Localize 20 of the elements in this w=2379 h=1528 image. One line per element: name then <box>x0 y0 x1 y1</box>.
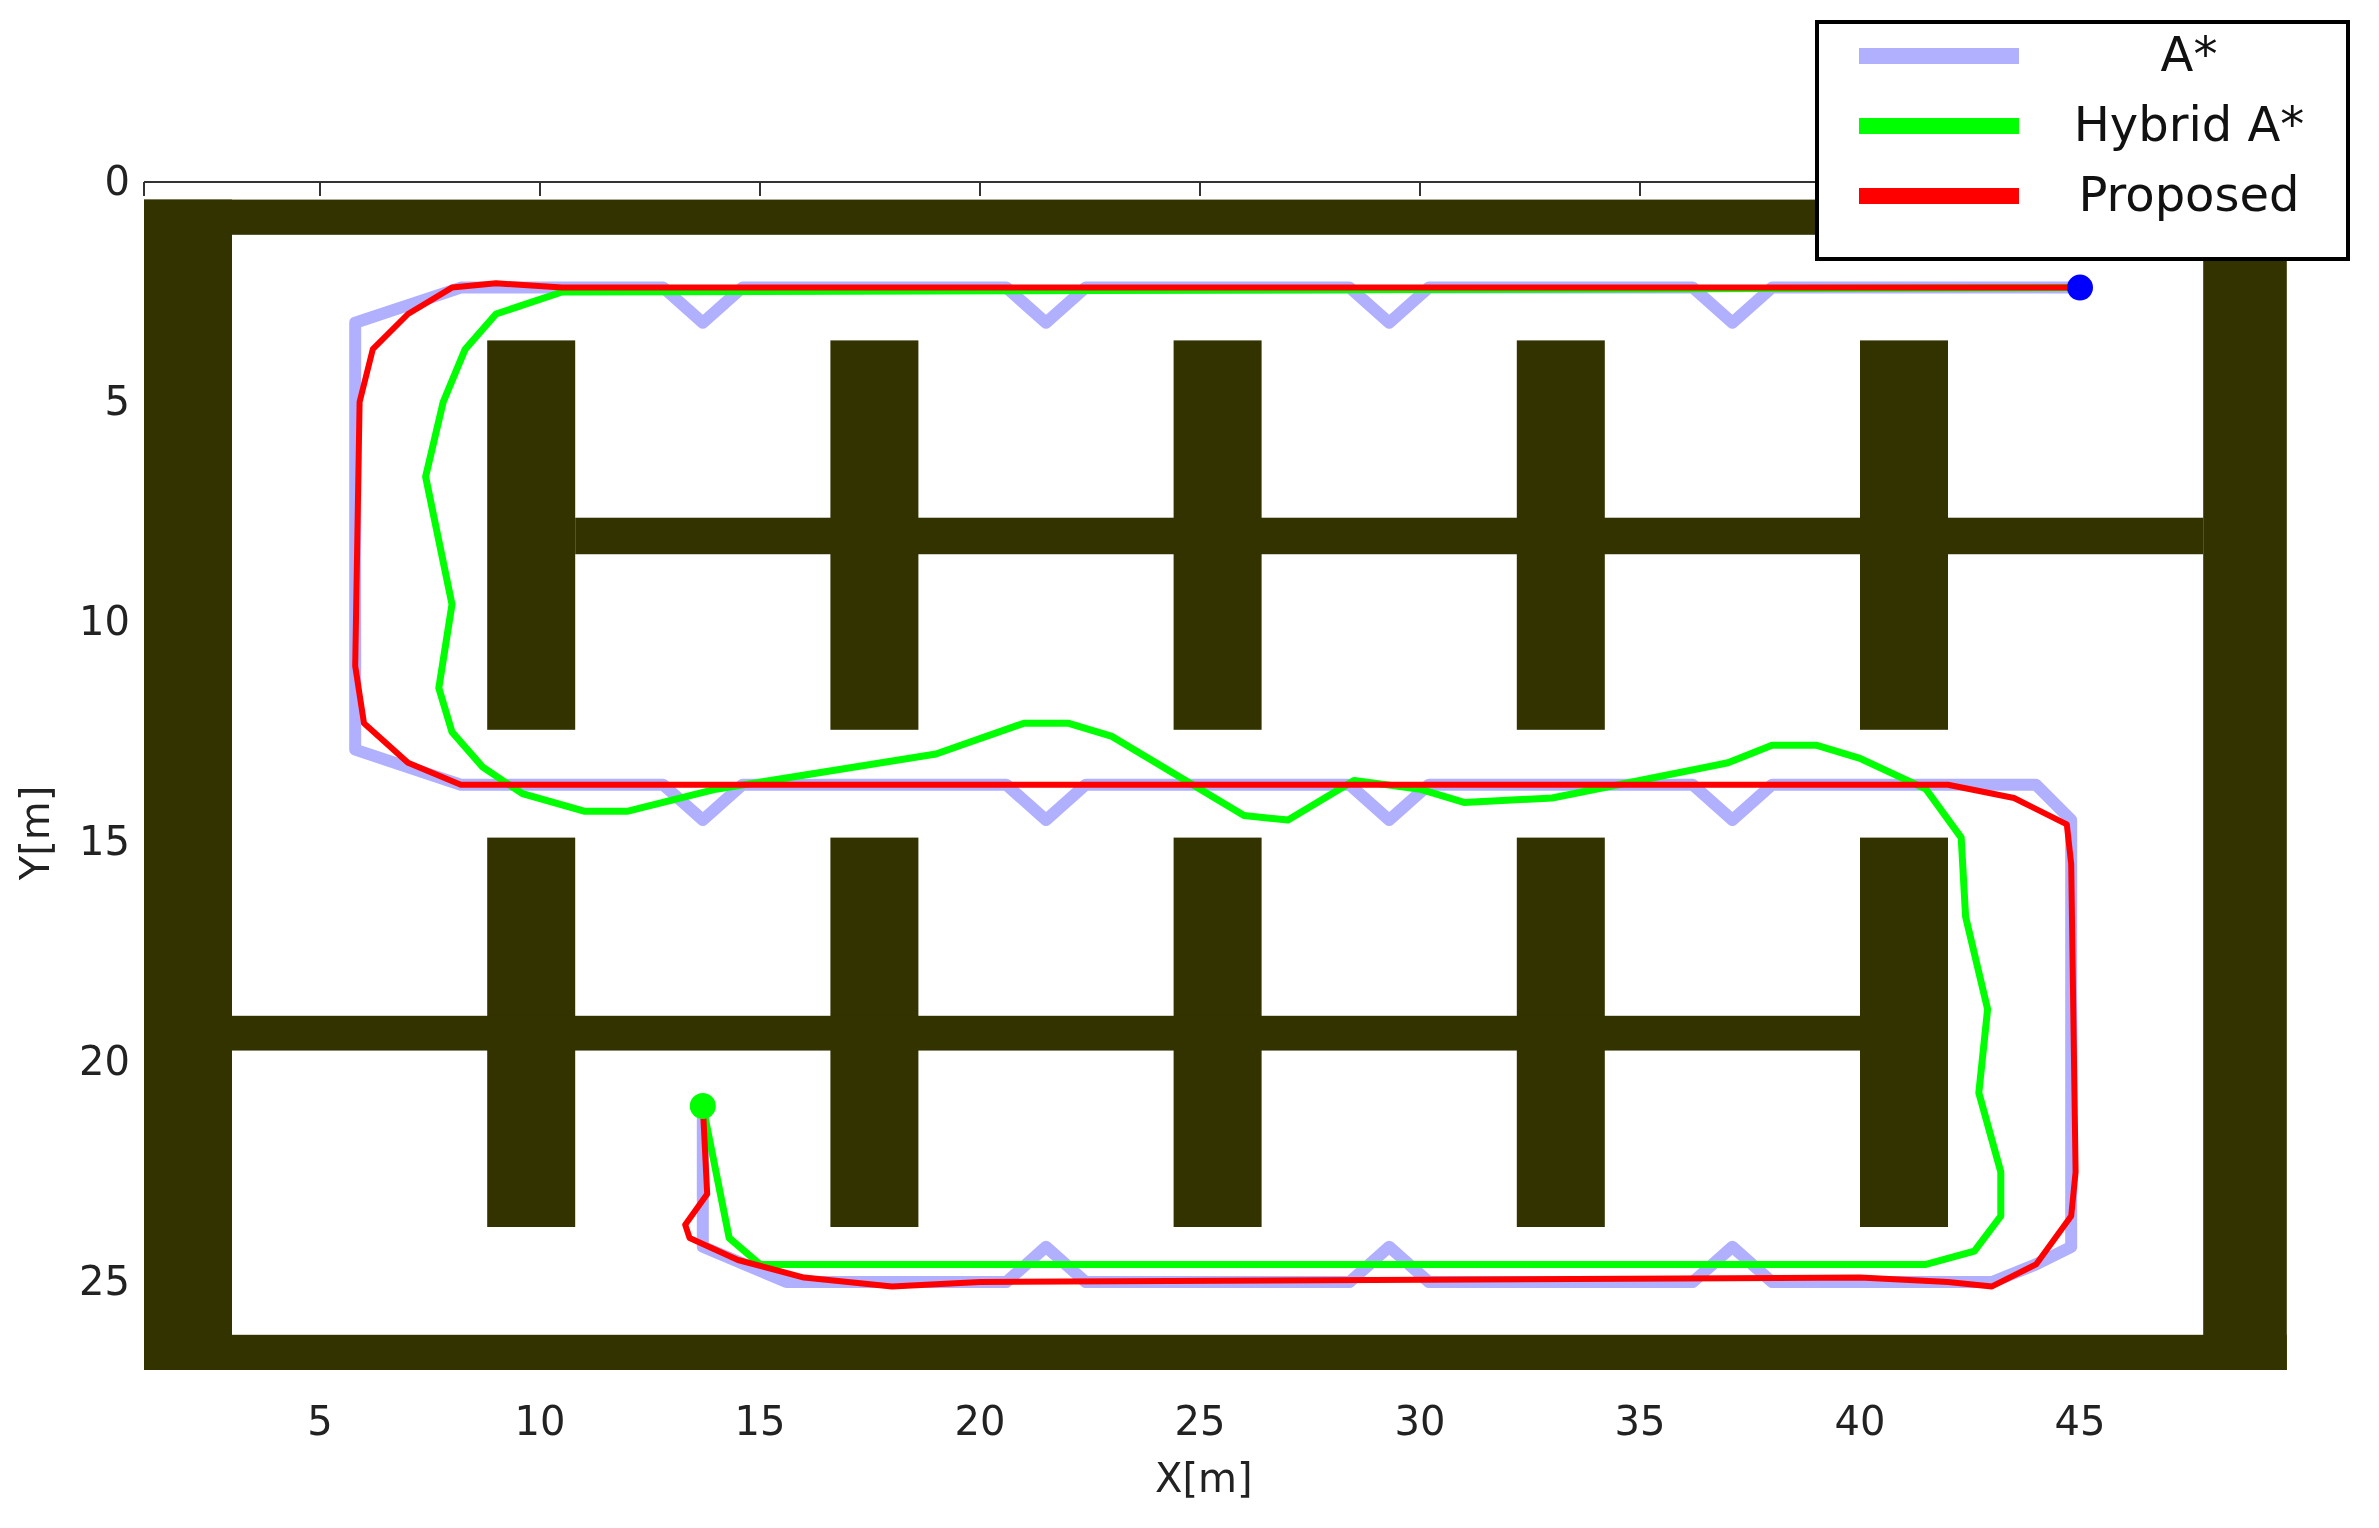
y-tick-label: 15 <box>78 818 130 864</box>
y-tick-label: 25 <box>78 1258 130 1304</box>
x-tick-label: 10 <box>513 1398 567 1444</box>
y-tick-label: 5 <box>103 378 130 424</box>
x-tick-label: 15 <box>733 1398 787 1444</box>
axis-title: X[m] <box>1155 1455 1253 1501</box>
legend-label: Hybrid A* <box>2072 96 2306 152</box>
y-tick-label: 20 <box>78 1038 130 1084</box>
y-tick-label: 10 <box>78 598 130 644</box>
x-tick-label: 45 <box>2053 1398 2107 1444</box>
x-tick-label: 30 <box>1393 1398 1447 1444</box>
x-tick-label: 5 <box>306 1398 334 1444</box>
y-tick-label: 0 <box>103 158 130 204</box>
x-tick-label: 25 <box>1173 1398 1227 1444</box>
legend-label: A* <box>2159 26 2219 82</box>
axis-title: Y[m] <box>12 785 59 881</box>
x-tick-label: 35 <box>1613 1398 1667 1444</box>
x-tick-label: 20 <box>953 1398 1007 1444</box>
legend-label: Proposed <box>2077 166 2301 222</box>
x-tick-label: 40 <box>1833 1398 1887 1444</box>
